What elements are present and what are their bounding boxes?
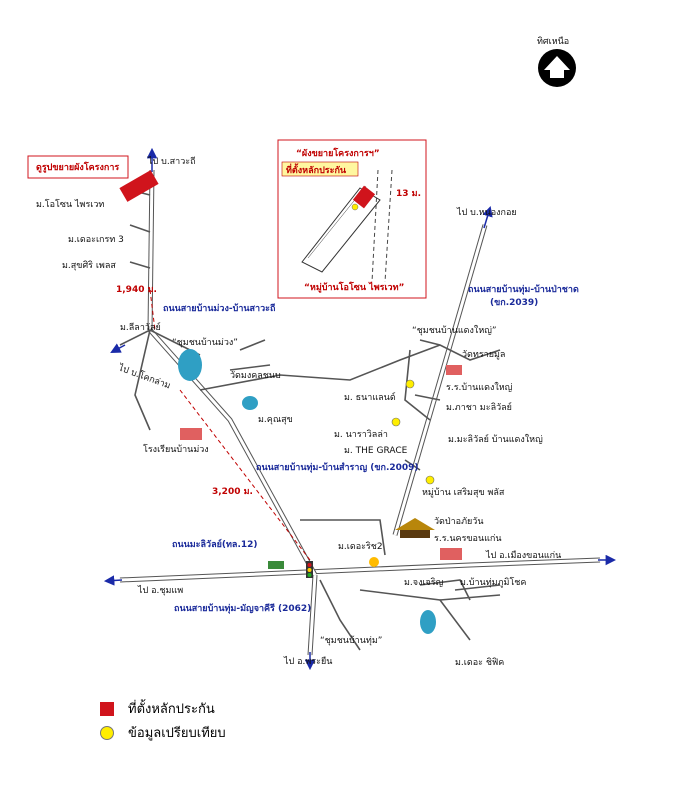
label-to-ban-nong-koi: ไป บ.หนองกอย xyxy=(456,207,517,218)
label-ozone-private: ม.โอโซน ไพรเวท xyxy=(36,199,104,210)
label-kha-mahawi: ม.ภาชา มะลิวัลย์ xyxy=(446,401,512,413)
label-the-grace: ม. THE GRACE xyxy=(344,446,408,456)
label-wat-pa-chai-wan: วัดป่าอภัยวัน xyxy=(434,517,483,527)
temple-icon xyxy=(395,518,435,538)
comparison-markers xyxy=(391,379,435,485)
legend-item-comparison: ข้อมูลเปรียบเทียบ xyxy=(100,722,226,743)
label-narawilla: ม. นาราวิลล่า xyxy=(334,429,388,440)
label-sukhsiri: ม.สุขศิริ เพลส xyxy=(62,260,116,271)
north-label: ทิศเหนือ xyxy=(537,36,569,47)
red-square-icon xyxy=(100,701,114,716)
inset-title: “ผังขยายโครงการฯ” xyxy=(296,147,380,159)
label-m-chongcharoen: ม.จงเจริญ xyxy=(404,577,444,588)
direction-arrows xyxy=(103,147,617,671)
label-community-ban-daeng-yai: “ชุมชนบ้านแดงใหญ่” xyxy=(412,325,497,336)
traffic-light-icon xyxy=(306,561,313,578)
label-baan-soemsuk: หมู่บ้าน เสริมสุข พลัส xyxy=(422,487,505,498)
label-road-ban-muang-sawathi: ถนนสายบ้านม่วง-บ้านสาวะถี xyxy=(163,303,275,314)
label-school-nakhon-khon-kaen: ร.ร.นครขอนแก่น xyxy=(434,534,502,544)
yellow-circle-icon xyxy=(100,725,114,740)
legend-label: ข้อมูลเปรียบเทียบ xyxy=(128,726,226,741)
inset-site-label: ที่ตั้งหลักประกัน xyxy=(286,163,347,176)
inset-site-marker xyxy=(352,185,376,209)
callout-label: ดูรูปขยายผังโครงการ xyxy=(36,161,119,173)
label-m-ban-hum-phumi-chok: ม.บ้านทุ่มภูมิโชค xyxy=(460,577,526,588)
label-community-ban-muang: “ชุมชนบ้านม่วง” xyxy=(172,337,238,348)
north-arrow-icon xyxy=(538,49,576,87)
label-to-mueang-khon-kaen: ไป อ.เมืองขอนแก่น xyxy=(485,550,561,561)
label-malivan-daeng-yai: ม.มะลิวัลย์ บ้านแดงใหญ่ xyxy=(448,433,543,445)
minor-roads xyxy=(119,189,501,651)
pond xyxy=(178,349,202,381)
legend-item-site: ที่ตั้งหลักประกัน xyxy=(100,698,215,719)
label-thanaland: ม. ธนาแลนด์ xyxy=(344,391,396,403)
building-icon xyxy=(268,561,284,569)
inset-distance: 13 ม. xyxy=(396,189,421,199)
pond xyxy=(242,396,258,410)
callout-box xyxy=(27,155,129,179)
inset-caption: “หมู่บ้านโอโซน ไพรเวท” xyxy=(304,281,404,293)
school-icon xyxy=(180,365,462,560)
label-m-the-chic: ม.เดอะ ชิฟิค xyxy=(455,657,504,668)
pond xyxy=(420,610,436,634)
label-wat-sai-mun: วัดทรายมูล xyxy=(462,350,505,360)
label-road-ban-hum-samran: ถนนสายบ้านทุ่ม-บ้านสำราญ (ขก.2009) xyxy=(256,462,419,473)
label-road-mali-wan: ถนนมะลิวัลย์(ทล.12) xyxy=(172,538,258,550)
label-to-chum-phae: ไป อ.ชุมแพ xyxy=(137,585,183,596)
label-lilawan: ม.ลีลาวัลย์ xyxy=(120,321,161,333)
label-road-ban-hum-manchakiri: ถนนสายบ้านทุ่ม-มัญจาคีรี (2062) xyxy=(174,603,311,614)
label-to-ban-kok-lam: ไป บ.โคกล่าม xyxy=(116,362,172,391)
label-school-ban-muang: โรงเรียนบ้านม่วง xyxy=(143,444,209,455)
label-code-2039: (ขก.2039) xyxy=(490,298,538,308)
legend-label: ที่ตั้งหลักประกัน xyxy=(128,702,215,717)
label-wat-mongkhon: วัดมงคลชนบ xyxy=(230,371,281,381)
label-the-great-3: ม.เดอะเกรท 3 xyxy=(68,235,124,245)
main-roads xyxy=(119,169,601,656)
label-m-khun-suk: ม.คุณสุข xyxy=(258,415,293,425)
inset-plan: “ผังขยายโครงการฯ” ที่ตั้งหลักประกัน 13 ม… xyxy=(277,139,427,299)
label-to-phra-yuen: ไป อ.พระยืน xyxy=(283,656,332,667)
label-dist-1940: 1,940 ม. xyxy=(116,285,157,295)
label-the-rich-2: ม.เดอะริช2 xyxy=(338,541,383,552)
label-school-ban-daeng-yai: ร.ร.บ้านแดงใหญ่ xyxy=(446,382,513,393)
label-dist-3200: 3,200 ม. xyxy=(212,487,253,497)
gas-station-icon xyxy=(369,557,379,567)
label-community-ban-hum: “ชุมชนบ้านทุ่ม” xyxy=(320,635,382,646)
label-to-ban-sawathi: ไป บ.สาวะถี xyxy=(147,156,196,167)
collateral-site-marker xyxy=(119,170,159,202)
label-road-ban-hum-pha-chat: ถนนสายบ้านทุ่ม-บ้านป่าชาด xyxy=(468,284,579,295)
